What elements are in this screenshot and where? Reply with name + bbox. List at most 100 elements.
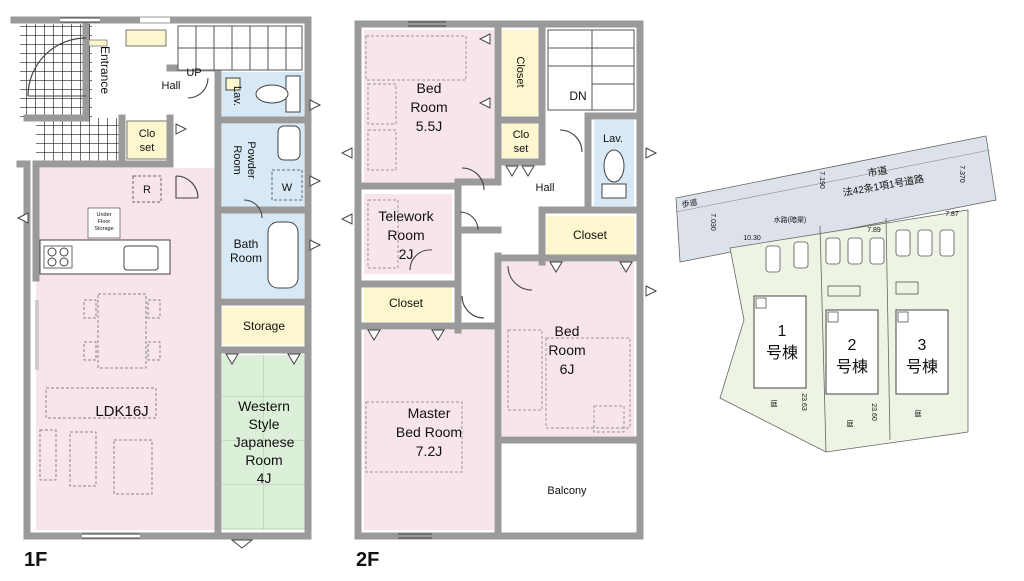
under-floor-storage: [87, 207, 121, 239]
bed2-label-a: Bed: [555, 323, 580, 339]
lot-3-garden: 庭: [915, 409, 922, 418]
up-label: UP: [186, 67, 201, 79]
master-bedroom: [364, 330, 494, 530]
bed1-label-b: Room: [410, 99, 447, 115]
floor-2-plan: [340, 20, 658, 540]
bed1-label-a: Bed: [417, 80, 442, 96]
waterway-label: 水路(暗渠): [774, 215, 807, 224]
parking-cars: [765, 229, 955, 273]
city-road: [675, 135, 997, 263]
telework-label-c: 2J: [399, 246, 414, 262]
toilet-2f: [601, 149, 627, 199]
bedroom-6j: [502, 262, 634, 436]
lot-2-garden: 庭: [847, 419, 854, 428]
closet-mid-label: Closet: [573, 228, 608, 242]
site-plan: [675, 135, 997, 453]
sofa: [39, 387, 157, 495]
telework-room: [364, 194, 452, 274]
washer-label: W: [282, 182, 293, 194]
western-label-a: Western: [238, 398, 290, 414]
ldk-area: [36, 168, 216, 530]
bed2-label-c: 6J: [560, 361, 575, 377]
storage-1f: [222, 307, 306, 345]
lav-label-2f: Lav.: [603, 133, 623, 145]
dim-5: 7.89: [867, 227, 881, 234]
balcony-label: Balcony: [547, 485, 587, 497]
entrance-tile: [20, 24, 92, 118]
stairs-1f: [177, 25, 303, 71]
refrigerator-label: R: [143, 184, 151, 196]
bed2-label-b: Room: [548, 342, 585, 358]
dim-4: 10.30: [743, 235, 761, 242]
closet-top-label: Closet: [514, 56, 526, 87]
footpath-label: 歩道: [681, 197, 698, 210]
japanese-room: [222, 355, 306, 530]
master-label-c: 7.2J: [416, 443, 442, 459]
western-label-b: Style: [248, 416, 279, 432]
dn-label: DN: [569, 89, 586, 103]
under-floor-label-b: Floor: [98, 219, 111, 225]
dim-6: 7.87: [945, 211, 959, 218]
closet-1f: [126, 120, 168, 160]
powder-label-a: Powder: [245, 141, 257, 179]
lot-3-unit: 号棟: [906, 358, 938, 376]
closet-label-1f-b: set: [140, 142, 155, 154]
entrance-door: [27, 37, 87, 97]
master-label-b: Bed Room: [396, 424, 462, 440]
under-floor-label-a: Under: [97, 212, 112, 218]
closet-left-label: Closet: [389, 296, 424, 310]
lot-2-house: [825, 309, 879, 395]
dining-table: [83, 293, 161, 369]
toilet-1f: [225, 75, 301, 113]
lot-2-number: 2: [848, 337, 857, 354]
floor-2-label: 2F: [356, 549, 379, 571]
floor-1-plan: [10, 16, 322, 549]
lot-3-house: [895, 309, 949, 395]
entrance-tile-lower: [36, 118, 124, 162]
closet-left-2f: [364, 288, 452, 322]
dim-1: 7.030: [709, 213, 716, 231]
dim-3: 7.370: [958, 165, 965, 183]
master-label-a: Master: [408, 405, 451, 421]
powder-label-b: Room: [231, 145, 243, 174]
bed1-label-c: 5.5J: [416, 118, 442, 134]
lot-1-unit: 号棟: [766, 344, 798, 362]
closet-top-2f: [502, 30, 538, 116]
lot-1-garden: 庭: [771, 399, 778, 408]
lot-1-house: [753, 295, 807, 389]
under-floor-label-c: Storage: [94, 226, 113, 232]
closet-mid-2f: [546, 216, 634, 256]
ldk-label: LDK16J: [95, 403, 148, 420]
floor-1-label: 1F: [24, 549, 47, 571]
kitchen-counter: [39, 239, 171, 275]
dim-2: 7.190: [818, 171, 825, 189]
washer-space: [271, 169, 303, 201]
closet-small-label-a: Clo: [513, 129, 530, 141]
western-label-e: 4J: [257, 470, 272, 486]
telework-label-a: Telework: [378, 208, 434, 224]
lav-label-1f: Lav.: [231, 86, 243, 106]
bathtub: [267, 221, 299, 289]
hall-label-2f: Hall: [536, 182, 555, 194]
hall-label-1f: Hall: [162, 80, 181, 92]
closet-small-label-b: set: [514, 143, 529, 155]
closet-label-1f-a: Clo: [139, 128, 156, 140]
closet-small-2f: [502, 122, 538, 158]
lot-1-number: 1: [778, 323, 787, 340]
entrance-label: Entrance: [98, 46, 112, 94]
lot-3-number: 3: [918, 337, 927, 354]
bedroom-5-5j: [364, 30, 494, 182]
dim-8: 23.60: [870, 403, 877, 421]
telework-label-b: Room: [387, 227, 424, 243]
storage-label-1f: Storage: [243, 319, 285, 333]
bath-label-b: Room: [230, 251, 262, 265]
balcony: [502, 444, 636, 532]
western-label-c: Japanese: [234, 434, 295, 450]
refrigerator-space: [132, 175, 162, 203]
washbasin: [277, 125, 301, 161]
dim-7: 23.63: [800, 393, 807, 411]
lot-2-unit: 号棟: [836, 358, 868, 376]
western-label-d: Room: [245, 452, 282, 468]
bath-label-a: Bath: [234, 237, 259, 251]
